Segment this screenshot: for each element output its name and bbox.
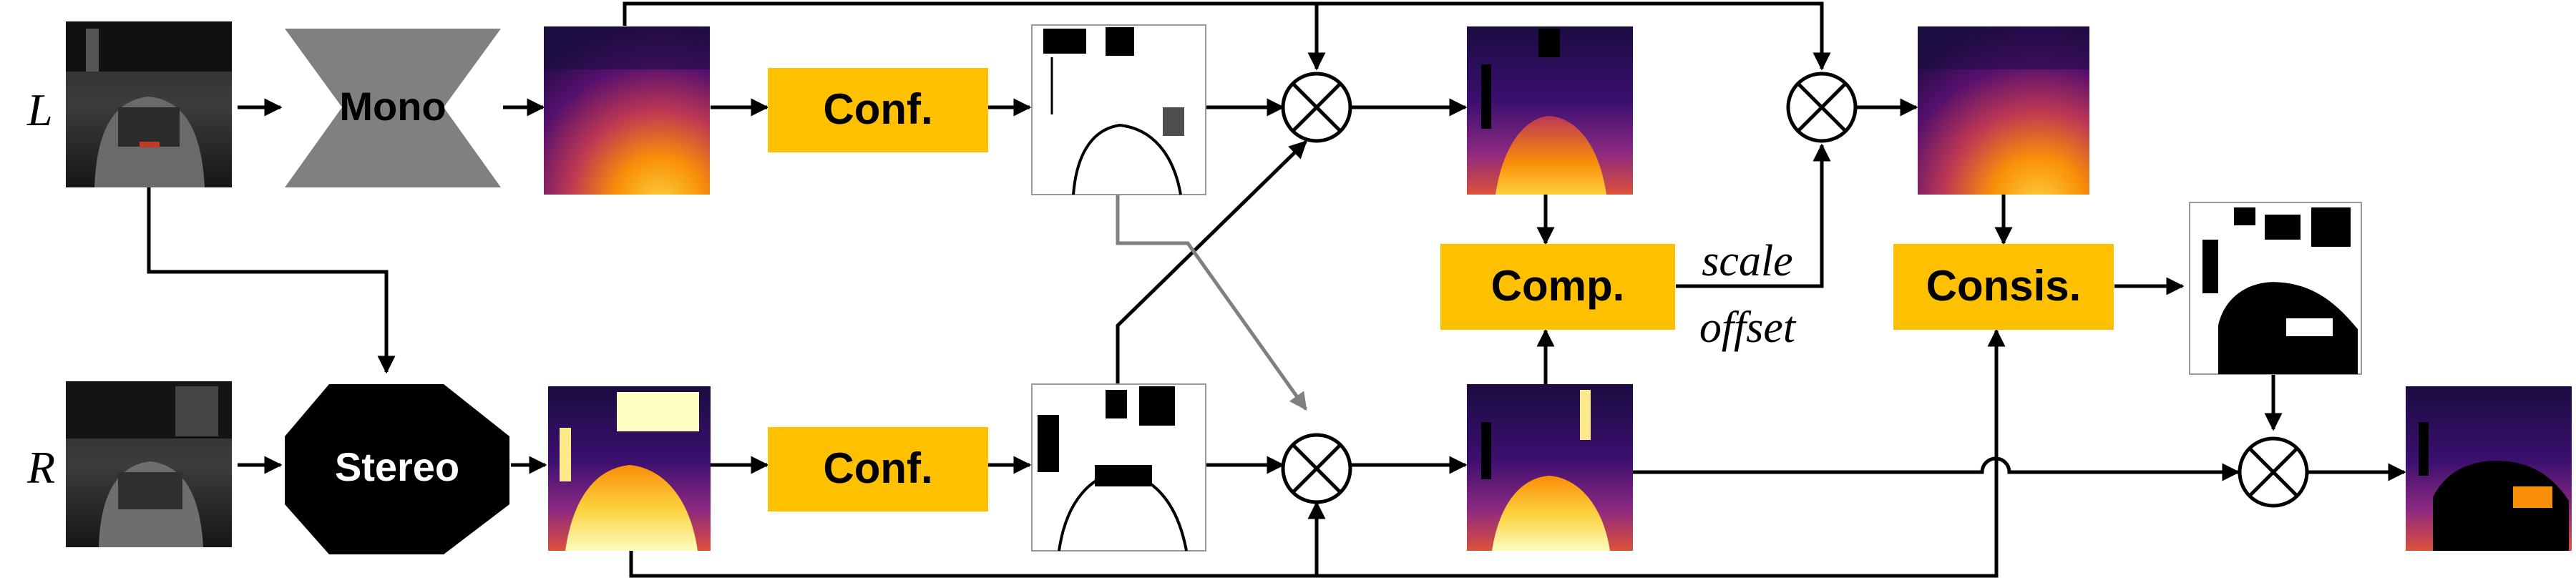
- mono-masked-depth: [1467, 26, 1633, 195]
- offset-annotation: offset: [1699, 303, 1797, 352]
- mono-confidence-mask: [1031, 24, 1206, 195]
- multiply-node-bottom: [1281, 433, 1352, 504]
- stereo-confidence-mask: [1031, 383, 1206, 552]
- arrow-mono-mask-to-bottom-multiply: [1116, 195, 1308, 411]
- stereo-masked-depth: [1467, 384, 1633, 551]
- arrow-left-image-to-stereo: [147, 187, 396, 374]
- conf-bottom-label: Conf.: [823, 444, 932, 492]
- arrow-depth-bypass-to-multiply: [623, 1, 1326, 71]
- row-label-left: L: [26, 84, 53, 135]
- conf-top-label: Conf.: [823, 85, 932, 133]
- arrow-stereo-masked-to-final-multiply: [1626, 456, 2240, 481]
- scale-annotation: scale: [1702, 237, 1792, 285]
- right-input-image: [66, 381, 232, 547]
- stereo-label: Stereo: [335, 444, 459, 489]
- left-input-image: [66, 21, 232, 187]
- final-output-depth: [2406, 386, 2572, 551]
- arrow-comp-to-multiply: [1676, 143, 1831, 288]
- arrow-depth-bypass-to-second-multiply: [1317, 1, 1831, 71]
- arrow-stereo-depth-to-consis: [629, 328, 2006, 578]
- consistency-mask: [2189, 202, 2362, 375]
- mono-label: Mono: [339, 84, 446, 129]
- arrow-stereo-mask-to-top-multiply: [1116, 140, 1307, 386]
- row-label-right: R: [26, 442, 55, 493]
- aligned-mono-depth: [1918, 26, 2089, 195]
- connector-lines: [147, 1, 2406, 578]
- mono-depth-map: [544, 26, 710, 195]
- stereo-network-block: Stereo: [285, 384, 509, 554]
- consis-label: Consis.: [1926, 262, 2082, 310]
- conf-block-bottom: Conf.: [768, 427, 988, 511]
- comp-label: Comp.: [1491, 262, 1625, 310]
- multiply-node-scale: [1786, 72, 1858, 143]
- stereo-depth-map: [548, 386, 711, 551]
- consis-block: Consis.: [1893, 244, 2114, 330]
- multiply-node-final: [2238, 436, 2309, 508]
- conf-block-top: Conf.: [768, 68, 988, 152]
- comp-block: Comp.: [1440, 244, 1675, 330]
- mono-network-block: Mono: [285, 29, 501, 187]
- multiply-node-top: [1281, 72, 1352, 143]
